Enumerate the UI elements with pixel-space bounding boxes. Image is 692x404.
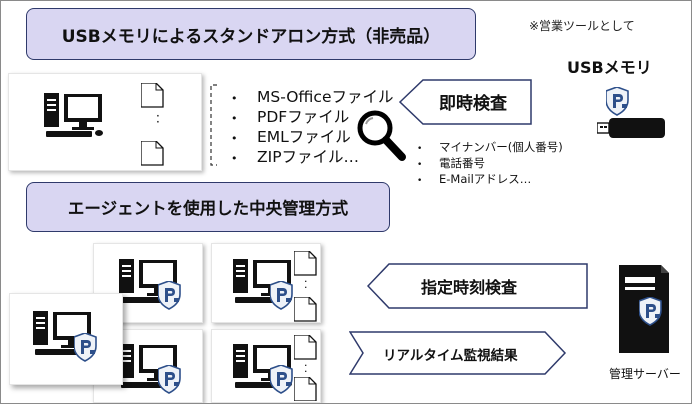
- shield-logo-icon: [270, 281, 293, 310]
- bracket: [210, 84, 217, 166]
- instant-scan-label: 即時検査: [439, 94, 507, 114]
- central-management-banner-text: エージェントを使用した中央管理方式: [67, 199, 349, 218]
- pii-item: •E-Mailアドレス…: [417, 172, 532, 186]
- shield-logo-icon: [158, 281, 181, 310]
- ellipsis-dots: ··: [156, 109, 160, 129]
- magnifier-icon: [357, 110, 406, 161]
- shield-logo-icon: [270, 365, 293, 394]
- realtime-monitoring-label: リアルタイム監視結果: [383, 348, 518, 364]
- shield-logo-icon: [158, 365, 181, 394]
- file-type-item: •EMLファイル: [231, 128, 351, 146]
- standalone-usb-banner-text: USBメモリによるスタンドアロン方式（非売品）: [61, 26, 441, 47]
- standalone-usb-banner: USBメモリによるスタンドアロン方式（非売品）: [26, 8, 476, 60]
- shield-logo-icon: [606, 87, 629, 116]
- sales-tool-note: ※営業ツールとして: [529, 19, 635, 33]
- pii-item: •マイナンバー(個人番号): [417, 140, 563, 154]
- document-icon: [141, 141, 164, 166]
- standalone-pc-icon: [44, 93, 103, 137]
- scheduled-scan-label: 指定時刻検査: [421, 278, 518, 297]
- management-server-caption: 管理サーバー: [609, 367, 681, 381]
- usb-memory-title: USBメモリ: [567, 58, 652, 77]
- document-icon: [294, 377, 317, 401]
- realtime-monitoring-arrow-shape: [349, 331, 567, 375]
- document-icon: [294, 251, 317, 276]
- file-type-item: •MS-Officeファイル: [231, 88, 394, 106]
- ellipsis-dots: ··: [304, 359, 308, 378]
- file-type-item: •PDFファイル: [231, 108, 350, 126]
- file-type-item: •ZIPファイル…: [231, 148, 360, 166]
- standalone-pc-panel: [8, 73, 202, 171]
- pii-item: •電話番号: [417, 156, 485, 170]
- usb-stick-icon: [597, 118, 665, 138]
- shield-logo-icon: [639, 297, 662, 326]
- document-icon: [141, 83, 164, 108]
- document-icon: [294, 335, 317, 360]
- document-icon: [294, 297, 317, 322]
- scheduled-scan-arrow-shape: [367, 263, 588, 309]
- ellipsis-dots: ··: [304, 275, 308, 294]
- shield-logo-icon: [74, 333, 97, 362]
- central-management-banner: エージェントを使用した中央管理方式: [26, 182, 390, 232]
- instant-scan-arrow-shape: [399, 79, 532, 125]
